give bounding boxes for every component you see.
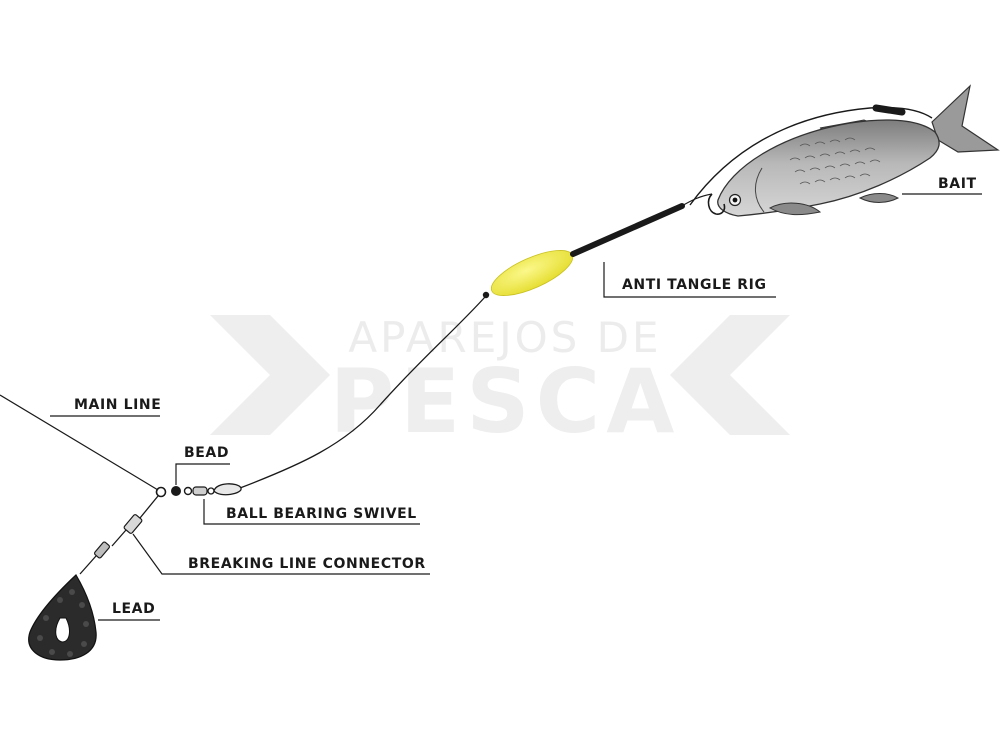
lead-weight xyxy=(28,574,97,661)
yellow-float xyxy=(490,250,574,296)
label-leader-lines xyxy=(50,193,982,621)
label-main-line: MAIN LINE xyxy=(74,397,162,413)
watermark-right-chevron xyxy=(670,315,790,435)
fish-gill-line xyxy=(755,167,765,213)
connector-leader xyxy=(132,533,430,575)
fish-scales xyxy=(789,137,881,185)
bead xyxy=(171,486,181,496)
label-lead: LEAD xyxy=(112,601,156,617)
label-bead: BEAD xyxy=(184,445,230,461)
watermark-line2: PESCA xyxy=(330,350,681,453)
breaking-line-connector xyxy=(79,495,159,575)
ball-bearing-swivel xyxy=(183,483,242,496)
label-anti-tangle-rig: ANTI TANGLE RIG xyxy=(622,277,767,293)
leader-ring xyxy=(155,486,167,498)
float-stop-bead xyxy=(482,291,490,299)
hair-stop xyxy=(872,104,906,116)
hook xyxy=(707,193,726,215)
swivel-leader xyxy=(203,499,420,525)
bait-fish xyxy=(717,84,1000,217)
anti-tangle-leader xyxy=(603,262,776,298)
watermark: APAREJOS DE PESCA xyxy=(210,313,790,453)
label-bait: BAIT xyxy=(938,176,977,192)
fish-anal-fin xyxy=(858,193,900,203)
watermark-left-chevron xyxy=(210,315,330,435)
watermark-line1: APAREJOS DE xyxy=(348,313,661,362)
hook-link xyxy=(239,296,486,489)
fish-pupil xyxy=(732,197,738,203)
bead-leader xyxy=(175,463,230,485)
anti-tangle-tube xyxy=(570,203,685,257)
fish-pectral-fin xyxy=(768,202,822,216)
main-line xyxy=(0,394,159,491)
fish-tail xyxy=(931,84,1000,153)
hair-rig-loop xyxy=(689,106,933,206)
label-ball-bearing-swivel: BALL BEARING SWIVEL xyxy=(226,506,417,522)
hook-length xyxy=(679,193,713,208)
fish-body xyxy=(717,119,940,217)
label-breaking-line-connector: BREAKING LINE CONNECTOR xyxy=(188,556,426,572)
